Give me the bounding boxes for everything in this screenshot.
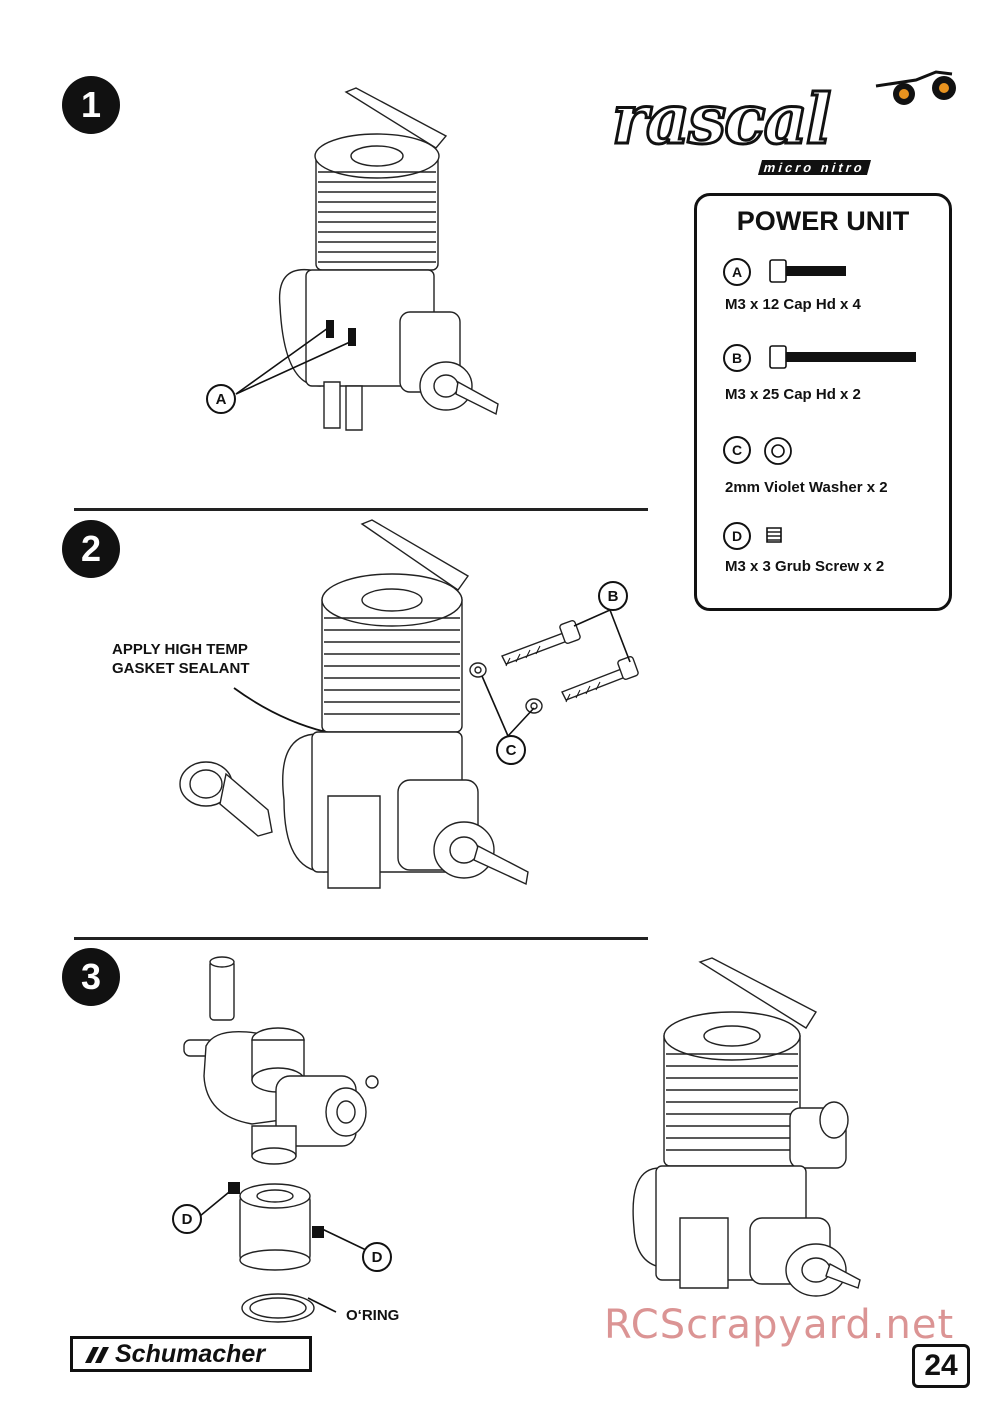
rascal-logo: rascal micro nitro <box>608 62 968 180</box>
step-3-badge: 3 <box>62 948 120 1006</box>
step-1-badge: 1 <box>62 76 120 134</box>
callout-b-c-leaders <box>482 604 632 754</box>
schumacher-stripes-icon <box>85 1347 109 1363</box>
step-2-engine-drawing <box>172 520 542 900</box>
part-c-letter: C <box>723 436 751 464</box>
parts-panel: POWER UNIT A M3 x 12 Cap Hd x 4 B M3 x 2… <box>694 193 952 611</box>
cap-head-screw-short-icon <box>769 258 846 286</box>
oring-label: O‘RING <box>346 1307 400 1324</box>
callout-d-oring-leaders <box>196 1180 396 1330</box>
section-divider <box>74 937 648 940</box>
sealant-note-line-2: GASKET SEALANT <box>112 660 250 677</box>
sealant-note-line-1: APPLY HIGH TEMP <box>112 641 248 658</box>
part-a-letter: A <box>723 258 751 286</box>
callout-b: B <box>598 581 628 611</box>
part-c-label: 2mm Violet Washer x 2 <box>725 479 888 496</box>
schumacher-wordmark: Schumacher <box>115 1339 266 1368</box>
callout-a: A <box>206 384 236 414</box>
page-number: 24 <box>912 1344 970 1388</box>
step-2-badge: 2 <box>62 520 120 578</box>
step-1-engine-drawing <box>260 86 510 436</box>
part-b-label: M3 x 25 Cap Hd x 2 <box>725 386 861 403</box>
callout-a-leaders <box>232 318 352 398</box>
part-d-label: M3 x 3 Grub Screw x 2 <box>725 558 885 575</box>
parts-panel-title: POWER UNIT <box>736 206 910 236</box>
grub-screw-icon <box>765 526 785 546</box>
buggy-icon <box>866 62 956 105</box>
washer-icon <box>763 436 795 466</box>
callout-d-right: D <box>362 1242 392 1272</box>
cap-head-screw-long-icon <box>769 344 916 372</box>
logo-subtitle: micro nitro <box>757 160 871 175</box>
carburettor-drawing <box>176 956 396 1286</box>
sealant-note: APPLY HIGH TEMP GASKET SEALANT <box>112 640 250 678</box>
assembled-engine-drawing <box>620 958 860 1288</box>
part-a-label: M3 x 12 Cap Hd x 4 <box>725 296 861 313</box>
section-divider <box>74 508 648 511</box>
watermark: RCScrapyard.net <box>604 1302 955 1348</box>
callout-c: C <box>496 735 526 765</box>
callout-d-left: D <box>172 1204 202 1234</box>
part-b-letter: B <box>723 344 751 372</box>
schumacher-logo: Schumacher <box>70 1336 312 1372</box>
logo-word: rascal <box>610 79 832 162</box>
step-2-screws-washers <box>466 620 646 740</box>
part-d-letter: D <box>723 522 751 550</box>
